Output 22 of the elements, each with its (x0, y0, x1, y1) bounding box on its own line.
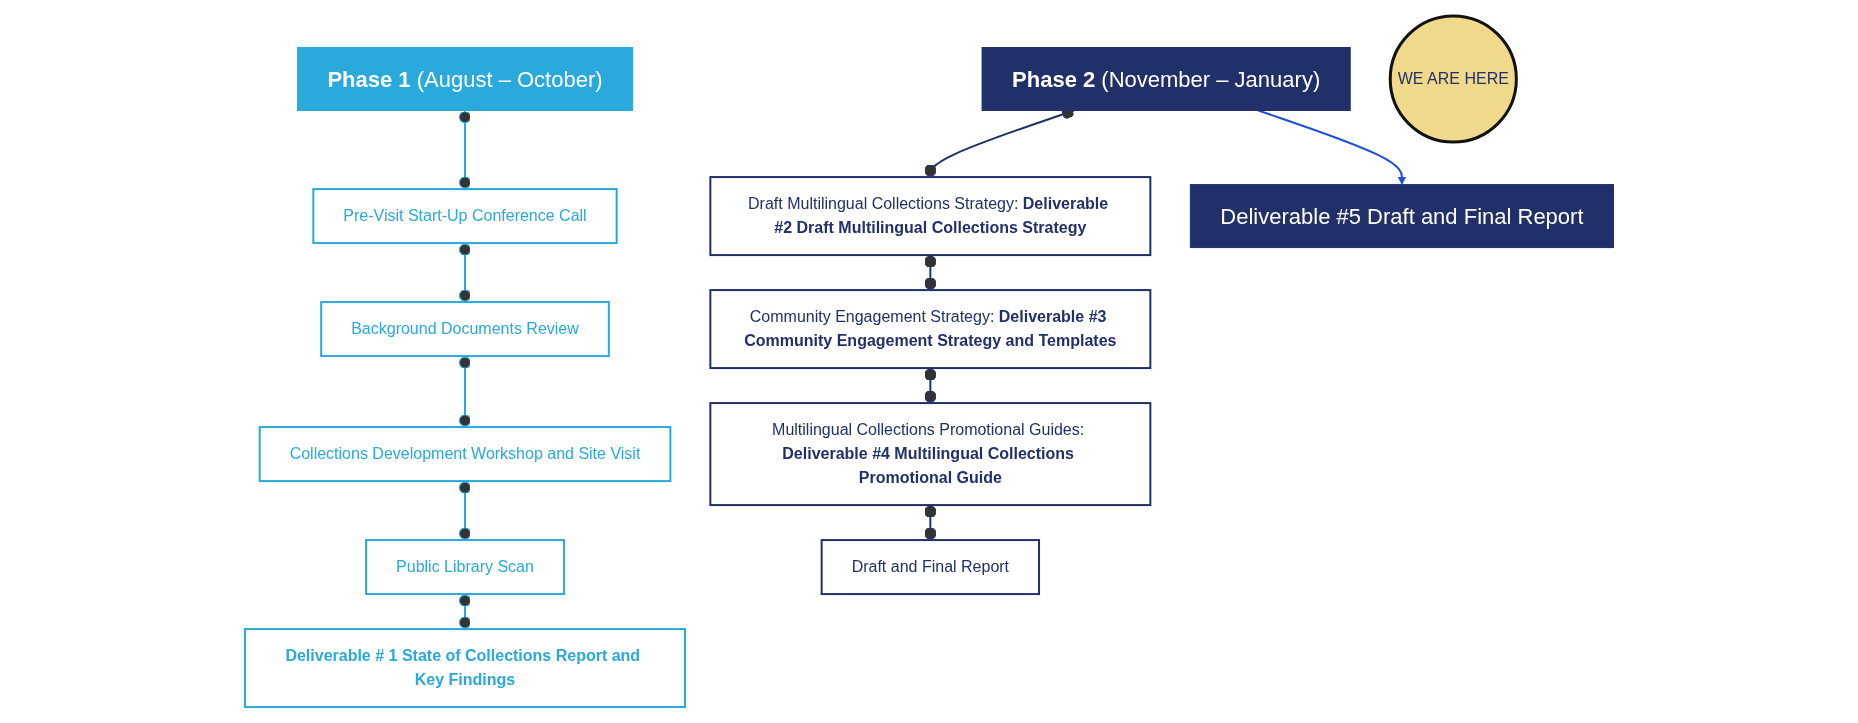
arrow (1257, 109, 1407, 185)
node-box: Deliverable #5 Draft and Final Report (1189, 184, 1614, 249)
node-box: Multilingual Collections Promotional Guides: Deliverable #4 Multilingual Collections Promotional Guide (709, 402, 1152, 507)
node-box: Collections Development Workshop and Site Visit (258, 426, 672, 483)
connector (458, 109, 471, 191)
node-box: Phase 2 (November – January) (981, 47, 1351, 111)
node-box: Phase 1 (August – October) (296, 47, 633, 111)
node-box: Draft and Final Report (820, 539, 1040, 596)
connector (458, 355, 471, 429)
node-box: Public Library Scan (364, 539, 565, 596)
node-box: Pre-Visit Start-Up Conference Call (312, 188, 618, 245)
connector (458, 593, 471, 631)
node-box: Deliverable # 1 State of Collections Report and Key Findings (243, 628, 686, 709)
connector (924, 504, 937, 542)
node-box: Community Engagement Strategy: Deliverable #3 Community Engagement Strategy and Templates (709, 289, 1152, 370)
node-box: Background Documents Review (319, 301, 610, 358)
node-box: Draft Multilingual Collections Strategy: Deliverable #2 Draft Multilingual Collections Strategy (709, 176, 1152, 257)
node-circle: WE ARE HERE (1388, 14, 1518, 144)
connector (924, 254, 937, 292)
connector (458, 242, 471, 304)
connector (458, 480, 471, 542)
connector (924, 367, 937, 405)
